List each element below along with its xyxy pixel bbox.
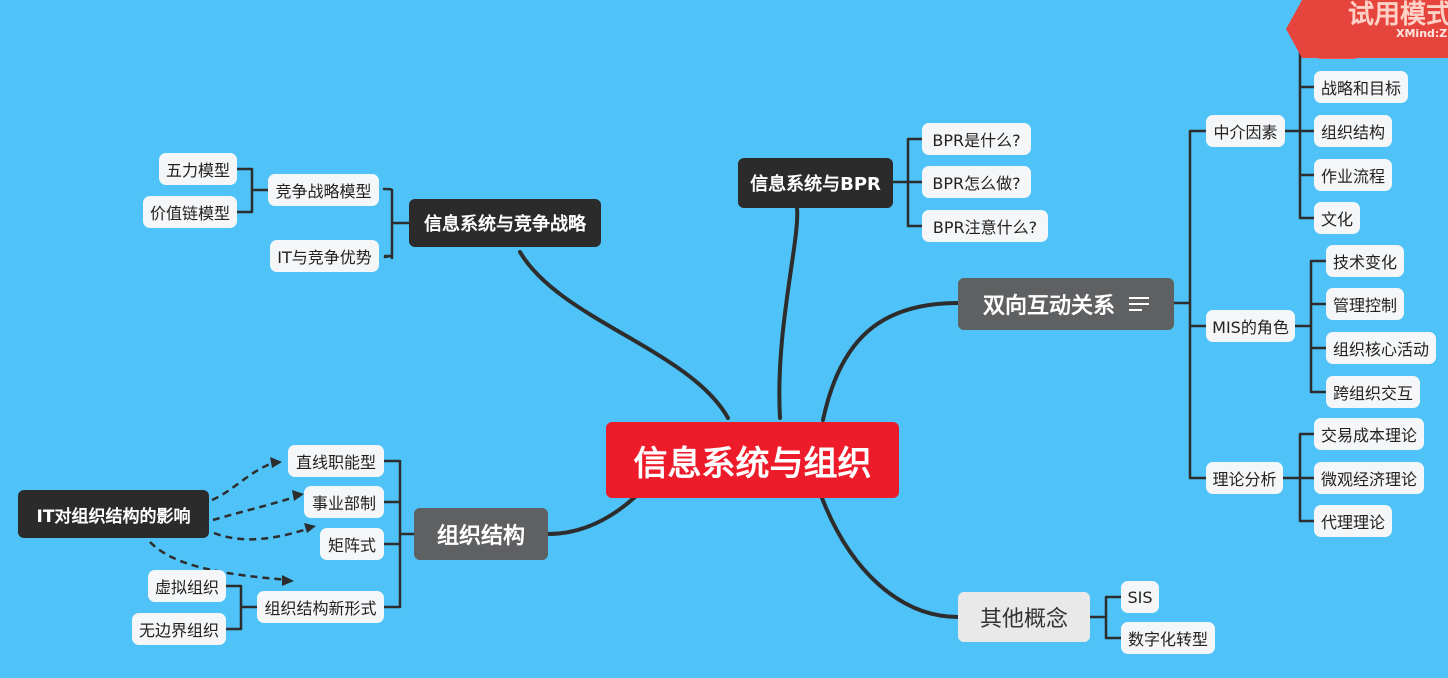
topic-bpr[interactable]: 信息系统与BPR: [738, 158, 893, 208]
topic-other-concepts[interactable]: 其他概念: [958, 592, 1090, 642]
dashed-link-division: [212, 494, 299, 522]
connector-root-bpr: [777, 206, 800, 420]
subtopic-divisional[interactable]: 事业部制: [304, 486, 384, 518]
connector-root-strategy: [518, 250, 730, 420]
dashed-link-matrix: [213, 526, 311, 541]
leaf-value-chain[interactable]: 价值链模型: [143, 196, 237, 228]
central-topic[interactable]: 信息系统与组织: [606, 422, 899, 498]
floating-topic-it-impact[interactable]: IT对组织结构的影响: [18, 490, 209, 538]
leaf-management-control[interactable]: 管理控制: [1326, 288, 1404, 320]
leaf-strategy-goals[interactable]: 战略和目标: [1314, 71, 1408, 103]
subtopic-mediating-factors[interactable]: 中介因素: [1206, 115, 1285, 147]
leaf-culture[interactable]: 文化: [1314, 202, 1360, 234]
leaf-five-forces[interactable]: 五力模型: [159, 153, 237, 185]
topic-strategy[interactable]: 信息系统与竞争战略: [409, 199, 601, 247]
topic-interaction[interactable]: 双向互动关系: [958, 278, 1174, 330]
connector-root-org: [546, 494, 638, 536]
subtopic-mis-role[interactable]: MIS的角色: [1206, 310, 1295, 342]
leaf-agency-theory[interactable]: 代理理论: [1314, 505, 1392, 537]
subtopic-bpr-attention[interactable]: BPR注意什么?: [922, 210, 1048, 242]
leaf-virtual-org[interactable]: 虚拟组织: [148, 570, 226, 602]
dashed-link-new-forms: [149, 541, 289, 582]
leaf-digital-transformation[interactable]: 数字化转型: [1121, 622, 1215, 654]
leaf-tech-change[interactable]: 技术变化: [1326, 245, 1404, 277]
leaf-microeconomics[interactable]: 微观经济理论: [1314, 462, 1424, 494]
subtopic-theory-analysis[interactable]: 理论分析: [1206, 462, 1283, 494]
leaf-cross-org-interaction[interactable]: 跨组织交互: [1326, 376, 1420, 408]
subtopic-it-advantage[interactable]: IT与竞争优势: [270, 240, 379, 272]
leaf-boundaryless-org[interactable]: 无边界组织: [132, 613, 226, 645]
subtopic-competitive-model[interactable]: 竞争战略模型: [268, 174, 379, 206]
subtopic-new-forms[interactable]: 组织结构新形式: [257, 591, 384, 623]
trial-mode-title: 试用模式: [1348, 0, 1448, 30]
leaf-transaction-cost[interactable]: 交易成本理论: [1314, 418, 1424, 450]
subtopic-bpr-what[interactable]: BPR是什么?: [922, 123, 1031, 155]
topic-org-structure[interactable]: 组织结构: [414, 508, 548, 560]
trial-mode-badge: 试用模式 XMind:ZEN: [1286, 0, 1448, 58]
subtopic-line-functional[interactable]: 直线职能型: [288, 445, 384, 477]
trial-mode-subtitle: XMind:ZEN: [1396, 27, 1448, 40]
leaf-sis[interactable]: SIS: [1121, 581, 1159, 613]
leaf-org-structure[interactable]: 组织结构: [1314, 115, 1392, 147]
central-topic-label: 信息系统与组织: [633, 443, 872, 484]
subtopic-bpr-how[interactable]: BPR怎么做?: [922, 166, 1031, 198]
subtopic-matrix[interactable]: 矩阵式: [320, 528, 384, 560]
connector-root-other: [820, 496, 960, 619]
leaf-core-activities[interactable]: 组织核心活动: [1326, 332, 1436, 364]
connector-root-interaction: [821, 301, 960, 422]
dashed-link-line: [211, 460, 277, 502]
leaf-workflow[interactable]: 作业流程: [1314, 159, 1392, 191]
notes-icon[interactable]: [1129, 297, 1149, 311]
